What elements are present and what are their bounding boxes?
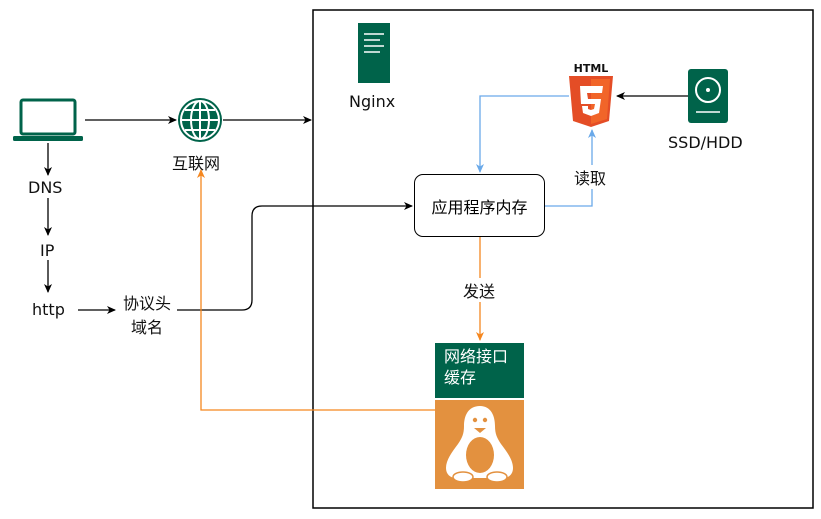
- send-edge-label: 发送: [463, 278, 496, 302]
- internet-label: 互联网: [172, 154, 221, 173]
- laptop-icon: [13, 98, 83, 141]
- dns-label: DNS: [28, 178, 63, 197]
- protocol-header-line1: 协议头: [122, 294, 171, 313]
- read-edge-label: 读取: [574, 165, 607, 189]
- server-boundary: [312, 9, 814, 509]
- globe-icon: [178, 98, 222, 142]
- network-buffer-node: 网络接口 缓存: [435, 343, 524, 398]
- protocol-header-line2: 域名: [130, 318, 163, 337]
- server-rack-icon: [358, 23, 390, 83]
- edge-linux-internet: [197, 169, 435, 411]
- ip-label: IP: [40, 241, 55, 260]
- edge-appmemory-html-read: [545, 129, 596, 207]
- edge-html-appmemory: [476, 95, 569, 173]
- network-buffer-label: 网络接口 缓存: [444, 347, 509, 387]
- app-memory-node: 应用程序内存: [414, 174, 545, 237]
- protocol-header-label: 协议头 域名: [117, 290, 177, 338]
- linux-penguin-icon: [446, 406, 513, 483]
- disk-drive-icon: [688, 69, 728, 123]
- html5-logo-icon: HTML: [569, 62, 613, 127]
- edge-header-appmemory: [177, 202, 413, 311]
- app-memory-label: 应用程序内存: [431, 197, 528, 217]
- ssd-hdd-label: SSD/HDD: [668, 133, 743, 152]
- svg-text:HTML: HTML: [574, 62, 609, 75]
- http-label: http: [32, 300, 65, 319]
- nginx-label: Nginx: [349, 92, 396, 111]
